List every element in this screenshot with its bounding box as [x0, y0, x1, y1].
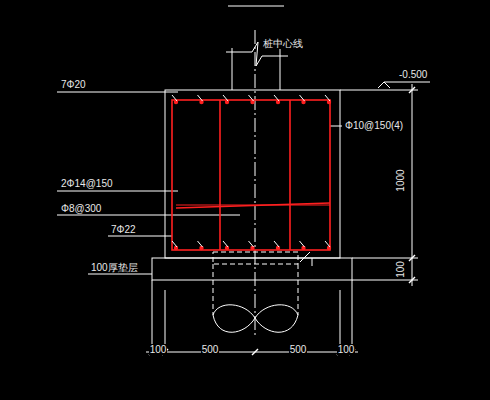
callout-text: -0.500: [398, 69, 428, 80]
leader-tick: [198, 241, 203, 247]
leader-tick: [300, 241, 305, 247]
dimension-text: 100: [395, 260, 406, 279]
callout-text: 100厚垫层: [90, 262, 139, 273]
dimension-text: 100: [337, 344, 356, 355]
leader-tick: [172, 241, 177, 247]
leader-tick: [198, 95, 203, 101]
callout-text: 7Φ20: [60, 79, 87, 90]
leader-tick: [274, 95, 279, 101]
leader-tick: [325, 95, 330, 101]
leader-tick: [274, 241, 279, 247]
callout-text: 桩中心线: [262, 38, 304, 49]
leader-tick: [172, 95, 177, 101]
dimension-text: 100: [149, 344, 168, 355]
leader-tick: [249, 95, 254, 101]
leader-tick: [223, 95, 228, 101]
callout-text: 7Φ22: [110, 224, 137, 235]
leader-tick: [325, 241, 330, 247]
dimension-text: 500: [201, 344, 220, 355]
leader-tick: [249, 241, 254, 247]
leader-tick: [300, 95, 305, 101]
dimension-text: 1000: [395, 168, 406, 192]
callout-text: Φ8@300: [60, 203, 102, 214]
leader-tick: [223, 241, 228, 247]
dimension-text: 500: [289, 344, 308, 355]
callout-text: Φ10@150(4): [344, 120, 404, 131]
callout-text: 2Φ14@150: [60, 178, 114, 189]
